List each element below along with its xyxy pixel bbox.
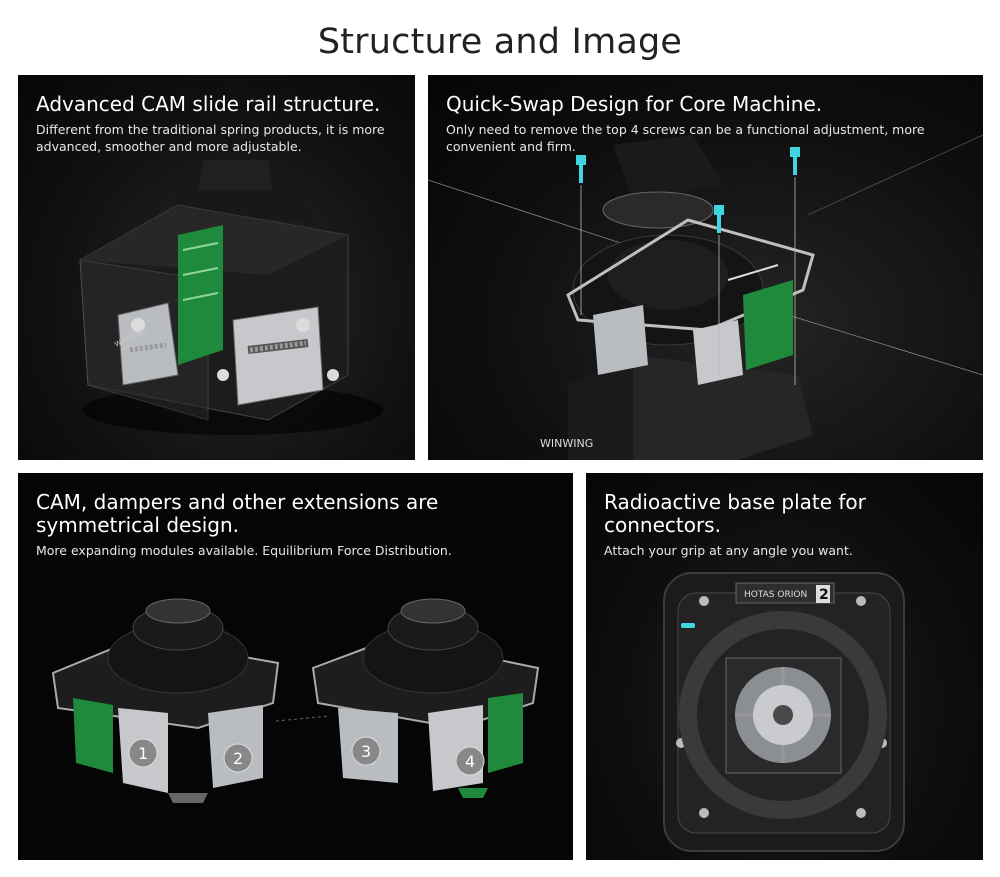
module-unit-right: 3 4 (311, 598, 540, 798)
plate-label: HOTAS ORION (744, 590, 807, 600)
panel-heading: Quick-Swap Design for Core Machine. (446, 92, 823, 116)
illustration-brand-label: WINWING (540, 437, 593, 450)
panel-description: Only need to remove the top 4 screws can… (446, 122, 925, 154)
panel-text: Advanced CAM slide rail structure. Diffe… (36, 93, 397, 155)
panel-heading: Radioactive base plate for connectors. (604, 490, 866, 537)
module-number-1: 1 (138, 744, 148, 763)
module-number-4: 4 (465, 752, 475, 771)
plate-number: 2 (819, 587, 829, 603)
panel-description: Different from the traditional spring pr… (36, 122, 385, 154)
panel-text: Radioactive base plate for connectors. A… (604, 491, 965, 559)
module-number-2: 2 (233, 749, 243, 768)
panel-base-plate: Radioactive base plate for connectors. A… (586, 473, 983, 860)
panel-symmetrical-design: CAM, dampers and other extensions are sy… (18, 473, 573, 860)
module-unit-left: 1 2 (51, 598, 280, 803)
panel-heading: Advanced CAM slide rail structure. (36, 92, 381, 116)
symmetrical-modules-image: 1 2 3 4 (51, 598, 540, 803)
panel-cam-slide-rail: Advanced CAM slide rail structure. Diffe… (18, 75, 415, 460)
base-plate-image: HOTAS ORION 2 (663, 572, 905, 852)
module-number-3: 3 (361, 742, 371, 761)
panel-description: Attach your grip at any angle you want. (604, 543, 853, 558)
cam-slide-rail-image: WINWING (79, 160, 383, 435)
panel-text: Quick-Swap Design for Core Machine. Only… (446, 93, 965, 155)
page-title: Structure and Image (317, 22, 683, 62)
panel-text: CAM, dampers and other extensions are sy… (36, 491, 555, 559)
panel-quick-swap: Quick-Swap Design for Core Machine. Only… (428, 75, 983, 460)
panel-description: More expanding modules available. Equili… (36, 543, 452, 558)
panel-heading: CAM, dampers and other extensions are sy… (36, 490, 439, 537)
quick-swap-image: WINWING (428, 134, 983, 460)
